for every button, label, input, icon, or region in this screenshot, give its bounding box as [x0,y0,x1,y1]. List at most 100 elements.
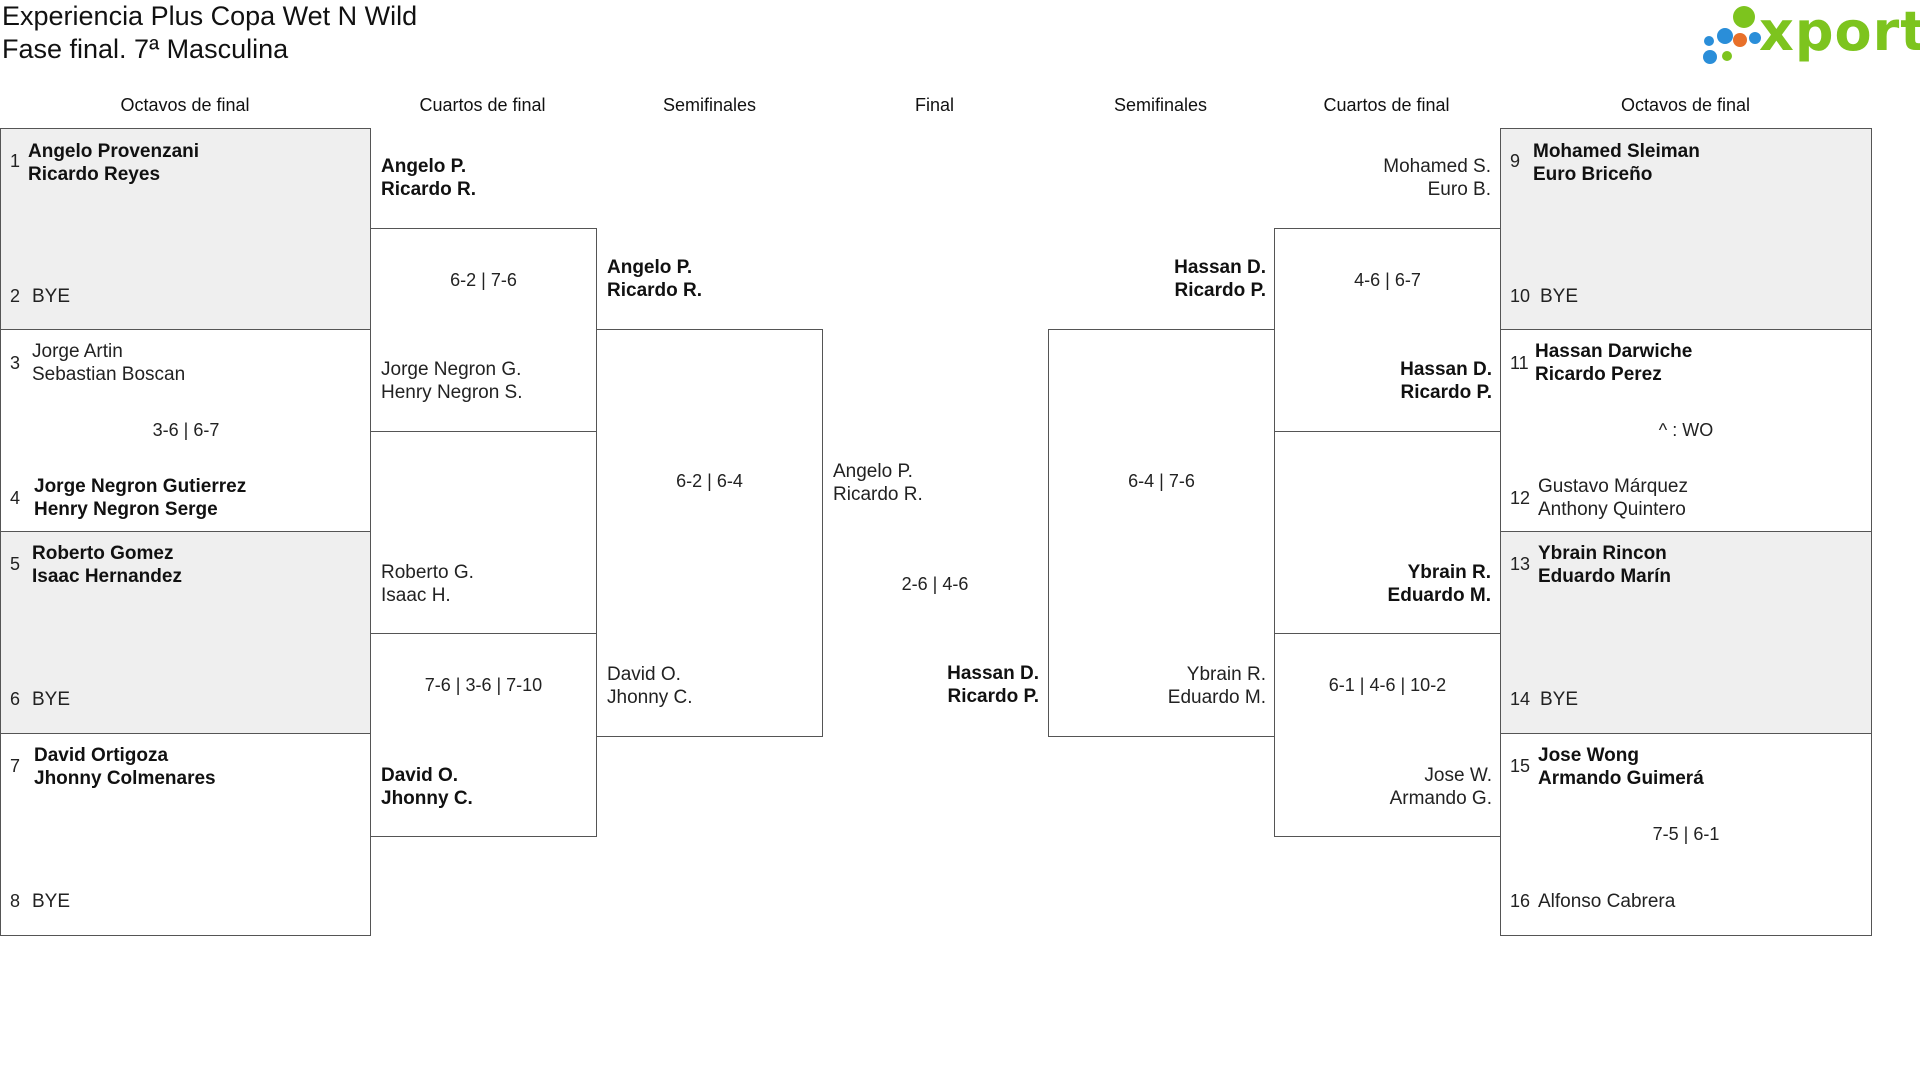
seed-number: 3 [10,353,21,373]
match-score: 6-4 | 7-6 [1128,471,1195,491]
player-name: Eduardo Marín [1538,566,1672,587]
player-name: Jose Wong [1538,745,1639,766]
header-sf-right: Semifinales [1113,95,1208,115]
player-name: Euro Briceño [1533,164,1653,185]
match-score: 4-6 | 6-7 [1354,270,1421,290]
player-name: Ybrain Rincon [1538,543,1667,564]
player-name: BYE [32,689,71,710]
player-name: Armando G. [1389,788,1492,809]
player-name: BYE [32,286,71,307]
player-name: Gustavo Márquez [1538,476,1688,497]
player-name: Ricardo P. [1400,382,1492,403]
header-qf-right: Cuartos de final [1323,95,1450,115]
player-name: David O. [381,765,459,786]
qf-left-1-top-player: Angelo P. [381,156,467,177]
seed-number: 4 [10,488,21,508]
match-score: 7-6 | 3-6 | 7-10 [424,675,543,695]
player-name: Jhonny Colmenares [34,768,216,789]
match-r16-right-2: 11 Hassan Darwiche Ricardo Perez ^ : WO … [1500,329,1872,532]
seed-number: 13 [1510,554,1531,574]
final-score: 2-6 | 4-6 [901,574,969,594]
final-bottom-player: Ricardo P. [947,686,1039,707]
player-name: Henry Negron S. [381,382,523,403]
page-title: Experiencia Plus Copa Wet N Wild Fase fi… [2,0,417,66]
qf-left-2-top-player: Roberto G. [381,562,474,583]
player-name: Jose W. [1424,765,1492,786]
xporty-logo: xporty [1695,0,1920,72]
final-bottom-player: Hassan D. [947,663,1039,684]
match-score: 6-2 | 6-4 [676,471,743,491]
player-name: Ricardo Perez [1535,364,1662,385]
title-line-2: Fase final. 7ª Masculina [2,34,289,64]
player-name: Armando Guimerá [1538,768,1704,789]
seed-number: 15 [1510,756,1531,776]
player-name: Anthony Quintero [1538,499,1686,520]
header-final: Final [914,95,954,115]
qf-right-2-top-player: Eduardo M. [1387,585,1491,606]
player-name: Roberto Gomez [32,543,174,564]
match-score: 7-5 | 6-1 [1652,824,1720,844]
player-name: Jhonny C. [607,687,693,708]
player-name: Henry Negron Serge [34,499,218,520]
header-r16-right: Octavos de final [1620,95,1751,115]
player-name: Jorge Artin [32,341,123,362]
seed-number: 14 [1510,689,1531,709]
player-name: Jorge Negron Gutierrez [34,476,247,497]
player-name: BYE [1540,689,1579,710]
seed-number: 5 [10,554,21,574]
player-name: BYE [1540,286,1579,307]
player-name: Hassan Darwiche [1535,341,1693,362]
player-name: Jorge Negron G. [381,359,522,380]
sf-right-top-player: Ricardo P. [1174,280,1266,301]
qf-right-2-top-player: Ybrain R. [1407,562,1491,583]
seed-number: 10 [1510,286,1531,306]
player-name: David O. [607,664,681,685]
match-qf-left-2: 7-6 | 3-6 | 7-10 David O. Jhonny C. [370,633,597,837]
match-r16-right-3: 13 Ybrain Rincon Eduardo Marín 14 BYE [1500,531,1872,734]
qf-right-1-top-player: Mohamed S. [1383,156,1491,177]
player-name: Alfonso Cabrera [1538,891,1676,912]
match-r16-right-4: 15 Jose Wong Armando Guimerá 7-5 | 6-1 1… [1500,733,1872,936]
final-top-player: Ricardo R. [833,484,923,505]
title-line-1: Experiencia Plus Copa Wet N Wild [2,1,418,31]
seed-number: 11 [1510,353,1529,373]
player-name: Eduardo M. [1167,687,1266,708]
match-qf-right-1: 4-6 | 6-7 Hassan D. Ricardo P. [1274,228,1501,432]
seed-number: 1 [10,151,21,171]
match-score: 6-1 | 4-6 | 10-2 [1328,675,1447,695]
logo-dots-icon [1703,6,1761,64]
qf-right-1-top-player: Euro B. [1427,179,1491,200]
player-name: Mohamed Sleiman [1533,141,1700,162]
header-r16-left: Octavos de final [120,95,250,115]
player-name: Isaac Hernandez [32,566,182,587]
qf-left-2-top-player: Isaac H. [381,585,451,606]
player-name: Ricardo Reyes [28,164,161,185]
match-r16-left-1: 1 Angelo Provenzani Ricardo Reyes 2 BYE [0,128,371,330]
player-name: David Ortigoza [34,745,169,766]
match-qf-right-2: 6-1 | 4-6 | 10-2 Jose W. Armando G. [1274,633,1501,837]
player-name: Angelo Provenzani [28,141,200,162]
match-score: 3-6 | 6-7 [152,420,220,440]
match-sf-right: 6-4 | 7-6 Ybrain R. Eduardo M. [1048,329,1275,737]
match-sf-left: 6-2 | 6-4 David O. Jhonny C. [596,329,823,737]
player-name: Ybrain R. [1186,664,1266,685]
header-qf-left: Cuartos de final [419,95,546,115]
seed-number: 16 [1510,891,1531,911]
match-score: 6-2 | 7-6 [450,270,517,290]
player-name: Hassan D. [1400,359,1492,380]
player-name: Jhonny C. [381,788,473,809]
sf-left-top-player: Ricardo R. [607,280,703,301]
brand-name: xporty [1759,0,1920,63]
seed-number: 9 [1510,151,1521,171]
match-qf-left-1: 6-2 | 7-6 Jorge Negron G. Henry Negron S… [370,228,597,432]
seed-number: 8 [10,891,21,911]
seed-number: 6 [10,689,21,709]
sf-left-top-player: Angelo P. [607,257,693,278]
sf-right-top-player: Hassan D. [1174,257,1266,278]
match-r16-left-2: 3 Jorge Artin Sebastian Boscan 3-6 | 6-7… [0,329,371,532]
seed-number: 7 [10,756,21,776]
seed-number: 2 [10,286,21,306]
match-r16-right-1: 9 Mohamed Sleiman Euro Briceño 10 BYE [1500,128,1872,330]
qf-left-1-top-player: Ricardo R. [381,179,477,200]
seed-number: 12 [1510,488,1531,508]
